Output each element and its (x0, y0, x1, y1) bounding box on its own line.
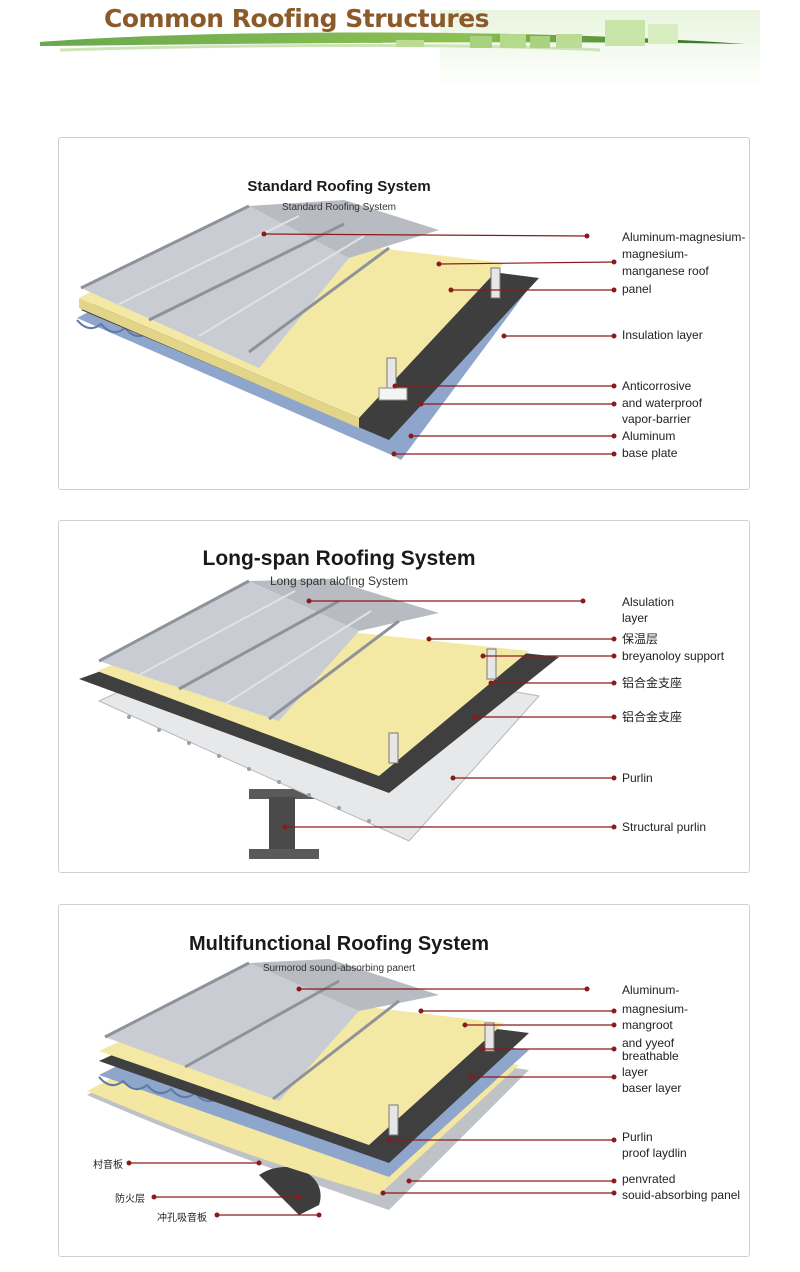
structural-purlin-ibeam (249, 789, 319, 859)
callout-label: magnesium- (622, 247, 689, 261)
banner-graphic (40, 10, 760, 90)
leader-dots (126, 986, 617, 1218)
panel-multifunctional-roofing: Multifunctional Roofing System Surmorod … (58, 904, 750, 1257)
insulation-edge (79, 298, 359, 428)
callout-label: breyanoloy support (622, 649, 725, 663)
panel-title: Standard Roofing System (247, 178, 431, 195)
callout-label-left: 村音板 (93, 1160, 123, 1171)
panel-title: Long-span Roofing System (202, 547, 476, 570)
leader-lines (263, 233, 615, 455)
callout-label: 铝合金支座 (622, 710, 683, 724)
callout-label-left: 防火层 (115, 1194, 145, 1205)
callout-label: Purlin (622, 1130, 653, 1144)
leader-dots (282, 598, 617, 830)
roof-panel (98, 579, 439, 721)
diagram-standard (76, 200, 617, 460)
callout-label: and waterproof (622, 396, 703, 410)
callout-label: souid-absorbing panel (622, 1188, 741, 1202)
header-banner: Common Roofing Structures (0, 0, 800, 100)
roof-panel (104, 959, 439, 1101)
leader-dots (261, 231, 617, 457)
callout-label: proof laydlin (622, 1146, 687, 1160)
aluminum-support-brackets (378, 267, 501, 401)
callout-label: 铝合金支座 (622, 676, 683, 690)
callout-label: magnesium- (622, 1002, 689, 1016)
diagram-multifunctional (87, 959, 617, 1218)
page-title: Common Roofing Structures (104, 4, 490, 33)
callout-label: Structural purlin (622, 820, 707, 834)
callout-label: Aluminum- (622, 983, 680, 997)
callout-label: mangroot (622, 1018, 673, 1032)
callout-label-left: 冲孔吸音板 (157, 1213, 207, 1224)
callout-label: Aluminum-magnesium- (622, 230, 746, 244)
callout-label: Insulation layer (622, 328, 703, 342)
callout-label: Alsulation (622, 595, 675, 609)
aluminum-support-brackets (388, 648, 497, 764)
callout-label: layer (622, 611, 649, 625)
panel-subtitle: Standard Roofing System (282, 202, 396, 213)
callout-label: baser layer (622, 1081, 682, 1095)
callout-label: 保温层 (622, 632, 659, 646)
callout-label: breathable (622, 1049, 679, 1063)
callout-label: Purlin (622, 771, 653, 785)
callout-label: panel (622, 282, 652, 296)
panel-subtitle: Long span alofing System (269, 574, 409, 588)
panel-subtitle: Surmorod sound-absorbing panert (262, 963, 416, 974)
panel-long-span-roofing: Long-span Roofing System Long span alofi… (58, 520, 750, 873)
callout-label: base plate (622, 446, 678, 460)
building-silhouettes (396, 20, 678, 48)
leader-lines (285, 600, 614, 828)
leader-lines (129, 988, 614, 1216)
callout-label: layer (622, 1065, 649, 1079)
roof-panel (80, 200, 439, 368)
panel-standard-roofing: Standard Roofing System Standard Roofing… (58, 137, 750, 490)
callout-label: and yyeof (622, 1036, 675, 1050)
callout-label: vapor-barrier (622, 412, 691, 426)
callout-label: Anticorrosive (622, 379, 692, 393)
panel-title: Multifunctional Roofing System (189, 933, 489, 955)
callout-label: penvrated (622, 1172, 676, 1186)
callout-label: manganese roof (622, 264, 709, 278)
callout-label: Aluminum (622, 429, 676, 443)
diagram-long-span (79, 579, 617, 859)
aluminum-support-brackets (388, 1022, 495, 1136)
